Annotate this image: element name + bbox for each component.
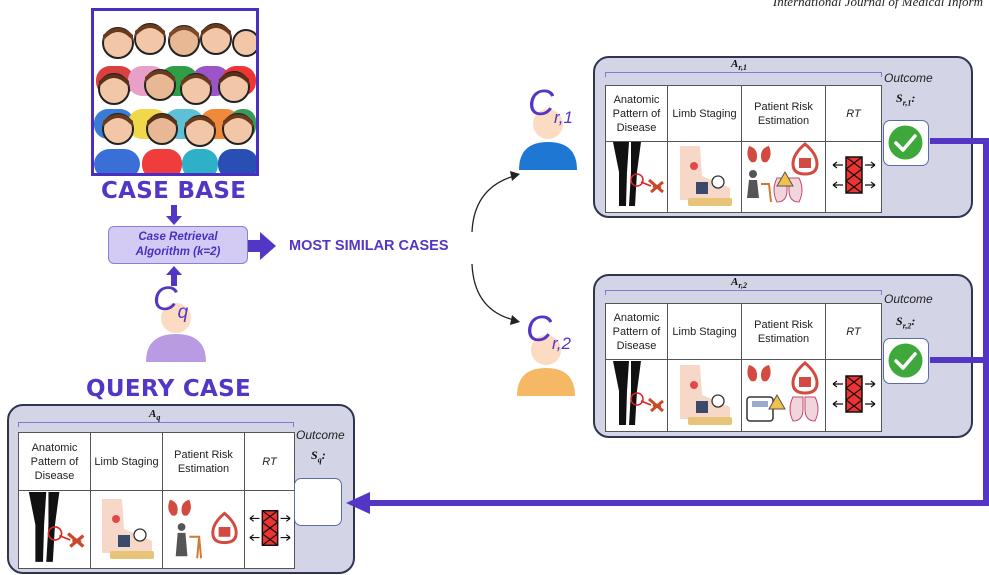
return-line-vertical: [983, 138, 989, 506]
score-label: Sr,1:: [896, 91, 916, 108]
outcome-link-line-2: [930, 357, 989, 363]
attribute-label: Aq: [149, 408, 161, 423]
attribute-bracket: [605, 290, 882, 295]
limb-staging-icon-cell: [667, 141, 742, 213]
score-label: Sr,2:: [896, 314, 916, 331]
case-base-title: CASE BASE: [101, 178, 247, 204]
risk-icons-cell: [741, 359, 826, 432]
leg-artery-icon: [612, 142, 664, 206]
attribute-label: Ar,1: [731, 58, 748, 73]
outcome-empty-box: [294, 478, 342, 526]
col-anatomic: Anatomic Pattern of Disease: [605, 85, 668, 142]
risk-icons-cell: [162, 490, 245, 569]
col-anatomic: Anatomic Pattern of Disease: [18, 432, 91, 491]
attribute-bracket: [18, 422, 294, 427]
col-anatomic: Anatomic Pattern of Disease: [605, 303, 668, 360]
retrieved-case-1-subscript: r,1: [554, 108, 573, 128]
rt-stent-icon: [832, 374, 875, 413]
outcome-label: Outcome: [884, 71, 933, 85]
crowd-icon: [94, 23, 256, 173]
risk-kidney-heart-walker-icon: [167, 499, 238, 558]
attribute-table: Anatomic Pattern of Disease Limb Staging…: [18, 432, 295, 569]
outcome-check-box: [883, 338, 929, 384]
leg-artery-icon: [612, 360, 664, 425]
outcome-link-line-1: [930, 138, 989, 144]
rt-icon-cell: [825, 359, 882, 432]
algorithm-line-2: Algorithm (k=2): [135, 246, 221, 258]
return-line-horizontal: [368, 500, 989, 506]
check-icon: [888, 343, 923, 378]
foot-doppler-icon: [679, 146, 732, 206]
retrieved-case-2-subscript: r,2: [552, 334, 571, 354]
foot-doppler-icon: [679, 364, 732, 425]
query-case-symbol: Cq: [153, 280, 189, 323]
attribute-table: Anatomic Pattern of Disease Limb Staging…: [605, 85, 882, 213]
col-limb: Limb Staging: [667, 85, 742, 142]
retrieved-case-2-symbol: Cr,2: [526, 308, 571, 354]
limb-staging-icon-cell: [667, 359, 742, 432]
attribute-label: Ar,2: [731, 276, 748, 291]
person-query-icon: [146, 303, 206, 362]
col-risk: Patient Risk Estimation: [741, 85, 826, 142]
case-retrieval-algorithm-box: Case Retrieval Algorithm (k=2): [108, 226, 248, 264]
person-r2-icon: [517, 335, 575, 396]
score-label: Sq:: [311, 448, 326, 465]
check-icon: [888, 125, 923, 160]
person-r1-icon: [519, 109, 577, 170]
col-risk: Patient Risk Estimation: [162, 432, 245, 491]
risk-icons-cell: [741, 141, 826, 213]
rt-stent-icon: [832, 156, 875, 194]
query-case-title: QUERY CASE: [86, 376, 252, 402]
leg-artery-icon: [28, 491, 84, 562]
leg-artery-icon-cell: [605, 359, 668, 432]
journal-header: International Journal of Medical Inform: [772, 0, 983, 9]
retrieved-case-1-avatar: Cr,1: [516, 82, 584, 172]
col-rt: RT: [244, 432, 295, 491]
outcome-check-box: [883, 120, 929, 166]
outcome-label: Outcome: [296, 428, 345, 442]
attribute-table: Anatomic Pattern of Disease Limb Staging…: [605, 303, 882, 432]
retrieved-case-2-avatar: Cr,2: [514, 308, 582, 398]
retrieved-case-1-symbol: Cr,1: [528, 82, 573, 128]
col-limb: Limb Staging: [667, 303, 742, 360]
case-base-crowd-image: [91, 8, 259, 176]
col-rt: RT: [825, 303, 882, 360]
risk-kidney-scale-lung-icon: [745, 360, 819, 422]
risk-kidney-lung-icon: [746, 142, 819, 203]
algorithm-line-1: Case Retrieval: [138, 231, 218, 243]
rt-icon-cell: [825, 141, 882, 213]
query-case-subscript: q: [177, 301, 189, 323]
leg-artery-icon-cell: [18, 490, 91, 569]
rt-icon-cell: [244, 490, 295, 569]
left-arrow-icon: [346, 492, 370, 514]
query-case-avatar: Cq: [145, 280, 207, 364]
col-rt: RT: [825, 85, 882, 142]
branch-arrows: [471, 171, 520, 325]
leg-artery-icon-cell: [605, 141, 668, 213]
most-similar-cases-label: MOST SIMILAR CASES: [289, 238, 449, 254]
col-limb: Limb Staging: [90, 432, 163, 491]
attribute-bracket: [605, 72, 882, 77]
outcome-label: Outcome: [884, 292, 933, 306]
col-risk: Patient Risk Estimation: [741, 303, 826, 360]
foot-doppler-icon: [101, 498, 154, 559]
retrieved-case-2-panel: Ar,2 Anatomic Pattern of Disease Limb St…: [593, 274, 973, 438]
right-arrow-icon: [248, 232, 276, 260]
query-case-panel: Aq Anatomic Pattern of Disease Limb Stag…: [7, 404, 355, 574]
connector-arrows: [166, 205, 182, 286]
retrieved-case-1-panel: Ar,1 Anatomic Pattern of Disease Limb St…: [593, 56, 973, 218]
limb-staging-icon-cell: [90, 490, 163, 569]
rt-stent-icon: [248, 509, 291, 546]
